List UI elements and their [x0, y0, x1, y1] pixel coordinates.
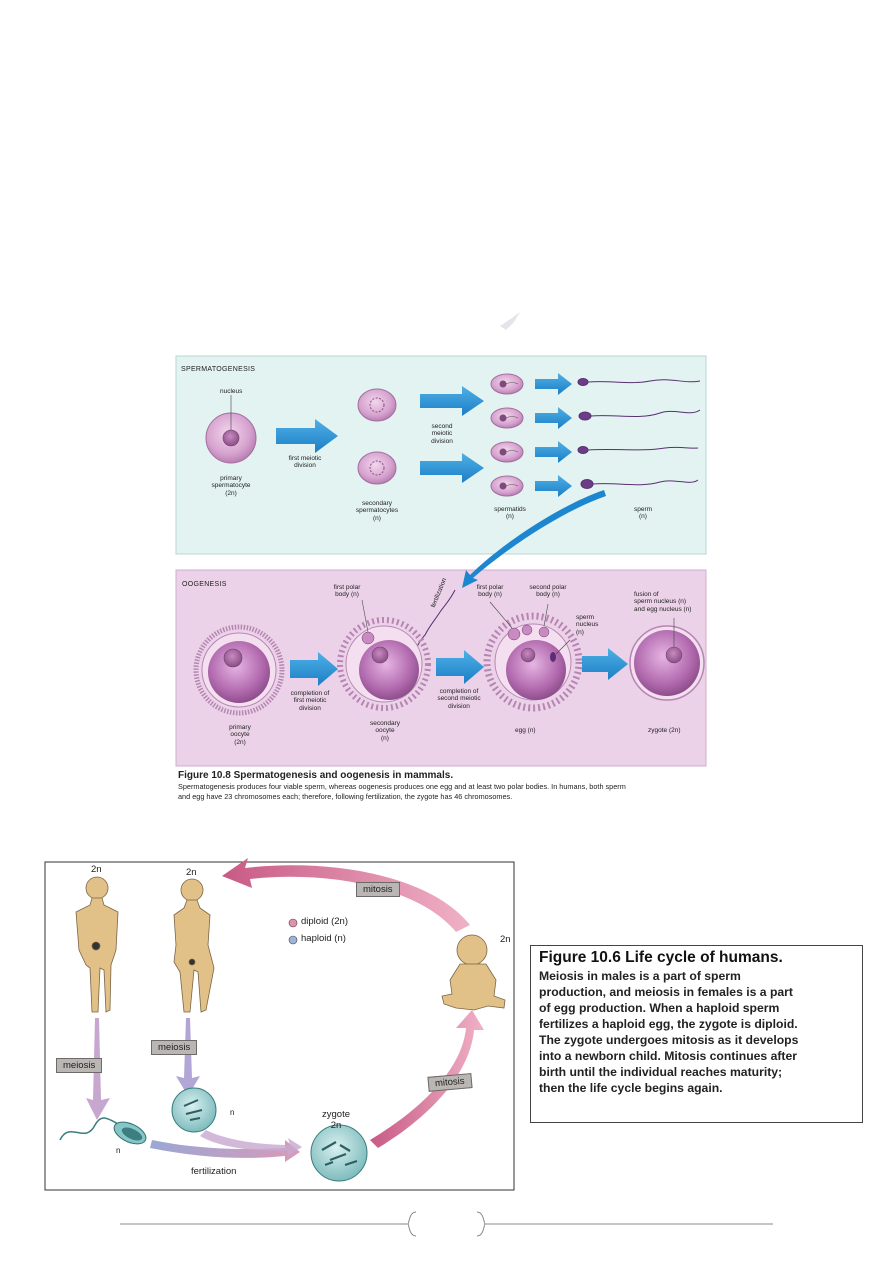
figure-10-6-line: production, and meiosis in females is a … — [539, 984, 793, 999]
spermiogenesis-arrows — [535, 373, 572, 497]
egg-label: egg (n) — [515, 727, 536, 734]
page-footer-rule — [120, 1211, 773, 1237]
completion-second-arrow — [436, 650, 484, 684]
oogenesis-header: OOGENESIS — [182, 581, 227, 588]
secondary-oocyte-label: secondary oocyte (n) — [370, 720, 400, 742]
spermatid-cells — [490, 373, 524, 497]
figure-10-6-line: of egg production. When a haploid sperm — [539, 1000, 780, 1015]
secondary-oocyte — [337, 599, 431, 711]
figure-10-8-caption-line1: Spermatogenesis produces four viable spe… — [178, 782, 626, 791]
first-meiotic-arrow — [276, 419, 338, 453]
first-polar-body-label-left: first polar body (n) — [333, 584, 361, 599]
baby-figure — [441, 934, 506, 1011]
fertilization-sperm-arrow — [150, 1140, 300, 1162]
zygote-lifecycle-label: zygote 2n — [322, 1109, 350, 1131]
egg-ploidy-label: n — [230, 1108, 235, 1117]
watermark-mark — [500, 312, 520, 330]
figure-10-6-line: into a newborn child. Mitosis continues … — [539, 1049, 797, 1064]
figure-10-6-line: The zygote undergoes mitosis as it devel… — [539, 1032, 799, 1047]
adult-female-figure — [173, 878, 215, 1013]
completion-first-label: completion of first meiotic division — [290, 690, 330, 712]
fusion-label: fusion of sperm nucleus (n) and egg nucl… — [634, 591, 692, 613]
figure-10-6-line: then the life cycle begins again. — [539, 1081, 723, 1096]
male-meiosis-label: meiosis — [56, 1058, 103, 1073]
adult-male-figure — [75, 876, 119, 1013]
sperm-cells — [577, 378, 701, 489]
second-meiotic-arrow-bottom — [420, 453, 484, 483]
secondary-spermatocytes-label: secondary spermatocytes (n) — [355, 500, 399, 522]
female-meiosis-label: meiosis — [151, 1040, 198, 1055]
second-meiotic-arrow-top — [420, 386, 484, 416]
fertilization-egg-arrow — [200, 1130, 302, 1156]
figure-10-6-caption-box: Figure 10.6 Life cycle of humans. Meiosi… — [530, 945, 863, 1123]
figure-10-6-line: Meiosis in males is a part of sperm — [539, 968, 741, 983]
first-meiotic-division-label: first meiotic division — [288, 455, 322, 470]
figure-10-8-caption-line2: and egg have 23 chromosomes each; theref… — [178, 792, 513, 801]
baby-ploidy-label: 2n — [500, 934, 511, 945]
completion-first-arrow — [290, 652, 338, 686]
figure-10-6-title: Figure 10.6 Life cycle of humans. — [539, 949, 783, 966]
male-ploidy-label: 2n — [91, 864, 102, 875]
fusion-arrow — [582, 648, 628, 680]
mitosis-top-label: mitosis — [356, 882, 400, 897]
spermatogenesis-header: SPERMATOGENESIS — [181, 366, 256, 373]
first-polar-body-label-right: first polar body (n) — [476, 584, 504, 599]
secondary-spermatocyte-cells — [357, 388, 397, 485]
fertilization-lifecycle-label: fertilization — [191, 1166, 237, 1177]
egg-cell — [483, 601, 583, 712]
figure-10-6-line: fertilizes a haploid egg, the zygote is … — [539, 1016, 798, 1031]
sperm-ploidy-label: n — [116, 1146, 121, 1155]
fertilizing-sperm-tail — [413, 589, 456, 653]
sperm-label: sperm (n) — [633, 506, 653, 521]
fertilization-arrow — [462, 490, 606, 588]
spermatids-label: spermatids (n) — [494, 506, 526, 521]
mitosis-top-arrow — [222, 858, 470, 932]
lifecycle-zygote — [310, 1124, 368, 1182]
completion-second-label: completion of second meiotic division — [437, 688, 481, 710]
mitosis-right-arrow — [370, 1010, 484, 1148]
zygote-cell — [629, 618, 705, 701]
spermatogenesis-panel — [175, 355, 707, 555]
second-meiotic-division-label: second meiotic division — [431, 423, 453, 445]
figure-10-8-title: Figure 10.8 Spermatogenesis and oogenesi… — [178, 770, 454, 781]
primary-oocyte-label: primary oocyte (2n) — [229, 724, 251, 746]
legend-haploid: haploid (n) — [301, 933, 346, 944]
ploidy-legend — [288, 918, 298, 945]
primary-spermatocyte-nucleus — [222, 429, 240, 447]
legend-diploid: diploid (2n) — [301, 916, 348, 927]
nucleus-label: nucleus — [220, 388, 243, 395]
female-ploidy-label: 2n — [186, 867, 197, 878]
sperm-nucleus-label: sperm nucleus (n) — [576, 614, 599, 636]
second-polar-body-label: second polar body (n) — [529, 584, 567, 599]
lifecycle-sperm — [59, 1117, 147, 1145]
lifecycle-egg — [171, 1087, 217, 1133]
zygote-label: zygote (2n) — [648, 727, 681, 734]
primary-oocyte — [193, 624, 285, 716]
figure-10-6-line: birth until the individual reaches matur… — [539, 1065, 783, 1080]
primary-spermatocyte-label: primary spermatocyte (2n) — [211, 475, 251, 497]
female-meiosis-arrow — [176, 1018, 200, 1096]
